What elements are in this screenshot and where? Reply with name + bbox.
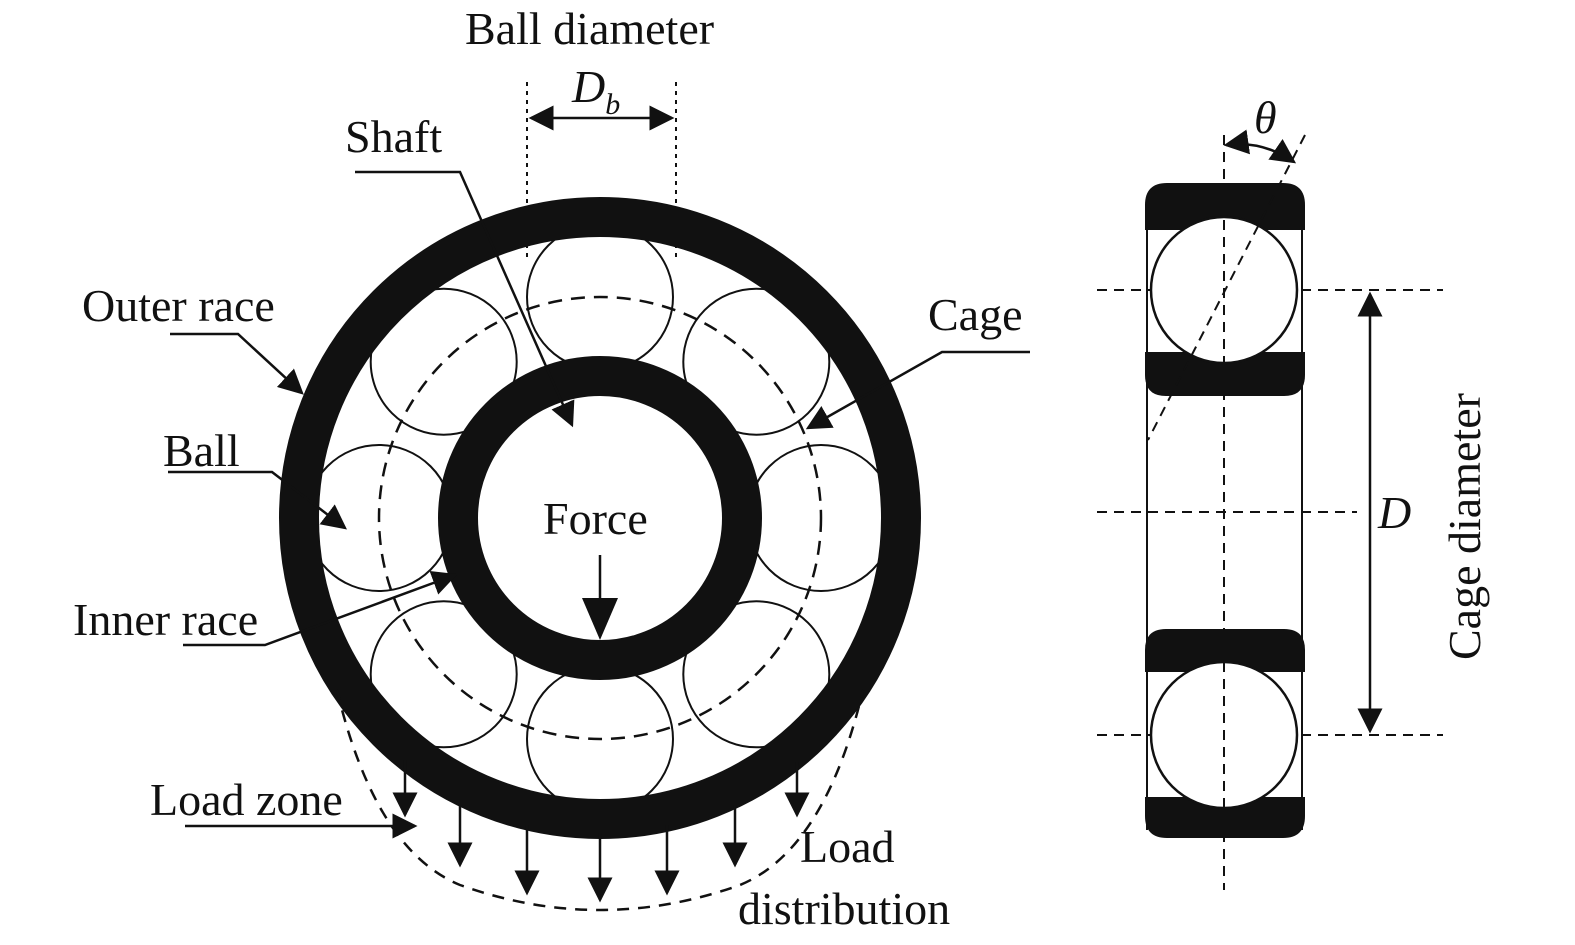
d-symbol-label: D <box>1377 487 1411 538</box>
inner-race-ring <box>438 356 762 680</box>
load-distribution-label-1: Load <box>800 821 895 872</box>
cage-diameter-label: Cage diameter <box>1439 393 1490 660</box>
shaft-label: Shaft <box>345 111 442 162</box>
inner-race-leader <box>183 571 458 647</box>
outer-race-label: Outer race <box>82 280 275 331</box>
inner-race-label: Inner race <box>73 594 258 645</box>
load-distribution-label-2: distribution <box>738 883 950 934</box>
ball-leader <box>168 470 347 530</box>
ball-2 <box>682 287 831 436</box>
db-symbol-label: Db <box>571 61 620 121</box>
contact-angle-line <box>1147 134 1306 441</box>
side-view <box>1097 129 1443 890</box>
load-arrow-group <box>392 760 810 903</box>
front-view <box>168 82 1030 912</box>
ball-8 <box>369 287 518 436</box>
theta-label: θ <box>1254 92 1277 143</box>
force-arrowhead <box>582 598 618 640</box>
outer-race-ring <box>279 197 921 839</box>
theta-arc <box>1223 129 1297 164</box>
shaft-leader <box>355 170 575 428</box>
ball-label: Ball <box>163 425 240 476</box>
db-subscript: b <box>605 88 620 121</box>
outer-race-leader <box>170 332 304 395</box>
cage-circle <box>377 295 823 741</box>
cage-label: Cage <box>928 289 1023 340</box>
force-label: Force <box>543 493 648 544</box>
cage-leader <box>805 350 1030 430</box>
load-distribution-curve <box>335 689 865 912</box>
labels: Ball diameter Db Shaft Outer race Cage B… <box>73 3 1490 934</box>
ball-6 <box>369 600 518 749</box>
load-zone-label: Load zone <box>150 774 343 825</box>
ball-diameter-label: Ball diameter <box>465 3 714 54</box>
